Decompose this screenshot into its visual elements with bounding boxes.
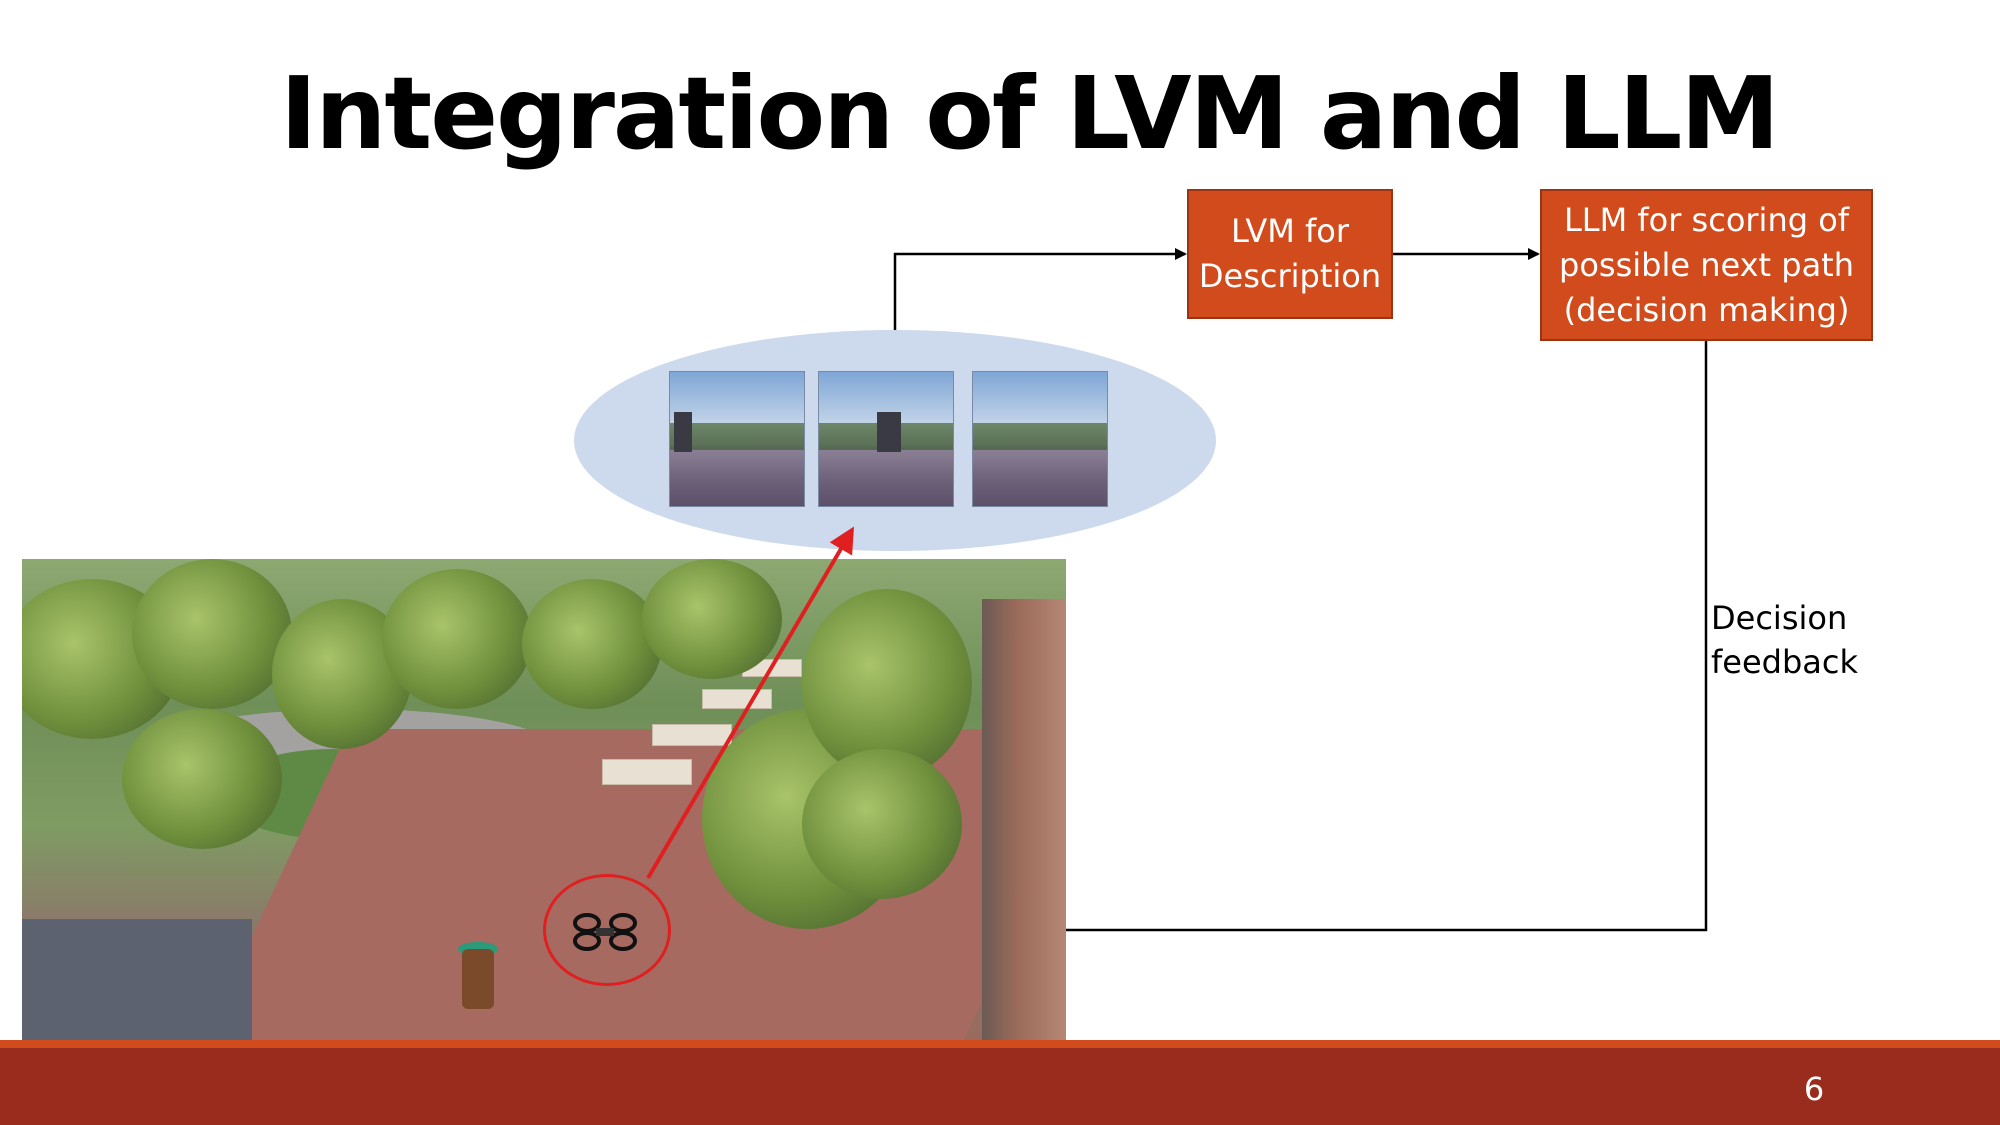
llm-scoring-box: LLM for scoring of possible next path (d… bbox=[1540, 189, 1873, 341]
page-number: 6 bbox=[1803, 1070, 1825, 1108]
camera-view-center bbox=[818, 371, 954, 507]
lvm-description-box: LVM for Description bbox=[1187, 189, 1393, 319]
decision-feedback-label: Decision feedback bbox=[1711, 596, 1858, 684]
lvm-box-line-1: LVM for bbox=[1231, 212, 1349, 250]
camera-view-left bbox=[669, 371, 805, 507]
feedback-label-line-2: feedback bbox=[1711, 643, 1858, 681]
drone-highlight-circle bbox=[543, 874, 671, 986]
lvm-box-line-2: Description bbox=[1198, 257, 1382, 295]
connector-views-to-lvm bbox=[893, 248, 1187, 330]
footer-accent-stripe bbox=[0, 1040, 2000, 1048]
llm-box-line-3: (decision making) bbox=[1563, 290, 1850, 329]
slide-footer bbox=[0, 1048, 2000, 1125]
slide-title: Integration of LVM and LLM bbox=[280, 55, 1780, 172]
feedback-label-line-1: Decision bbox=[1711, 599, 1848, 637]
camera-view-right bbox=[972, 371, 1108, 507]
aerial-simulation-scene bbox=[22, 559, 1066, 1043]
llm-box-line-2: possible next path bbox=[1559, 245, 1854, 284]
pointer-arrow-drone-to-views bbox=[646, 526, 855, 880]
llm-box-line-1: LLM for scoring of bbox=[1563, 200, 1850, 239]
drone-icon bbox=[573, 913, 637, 951]
